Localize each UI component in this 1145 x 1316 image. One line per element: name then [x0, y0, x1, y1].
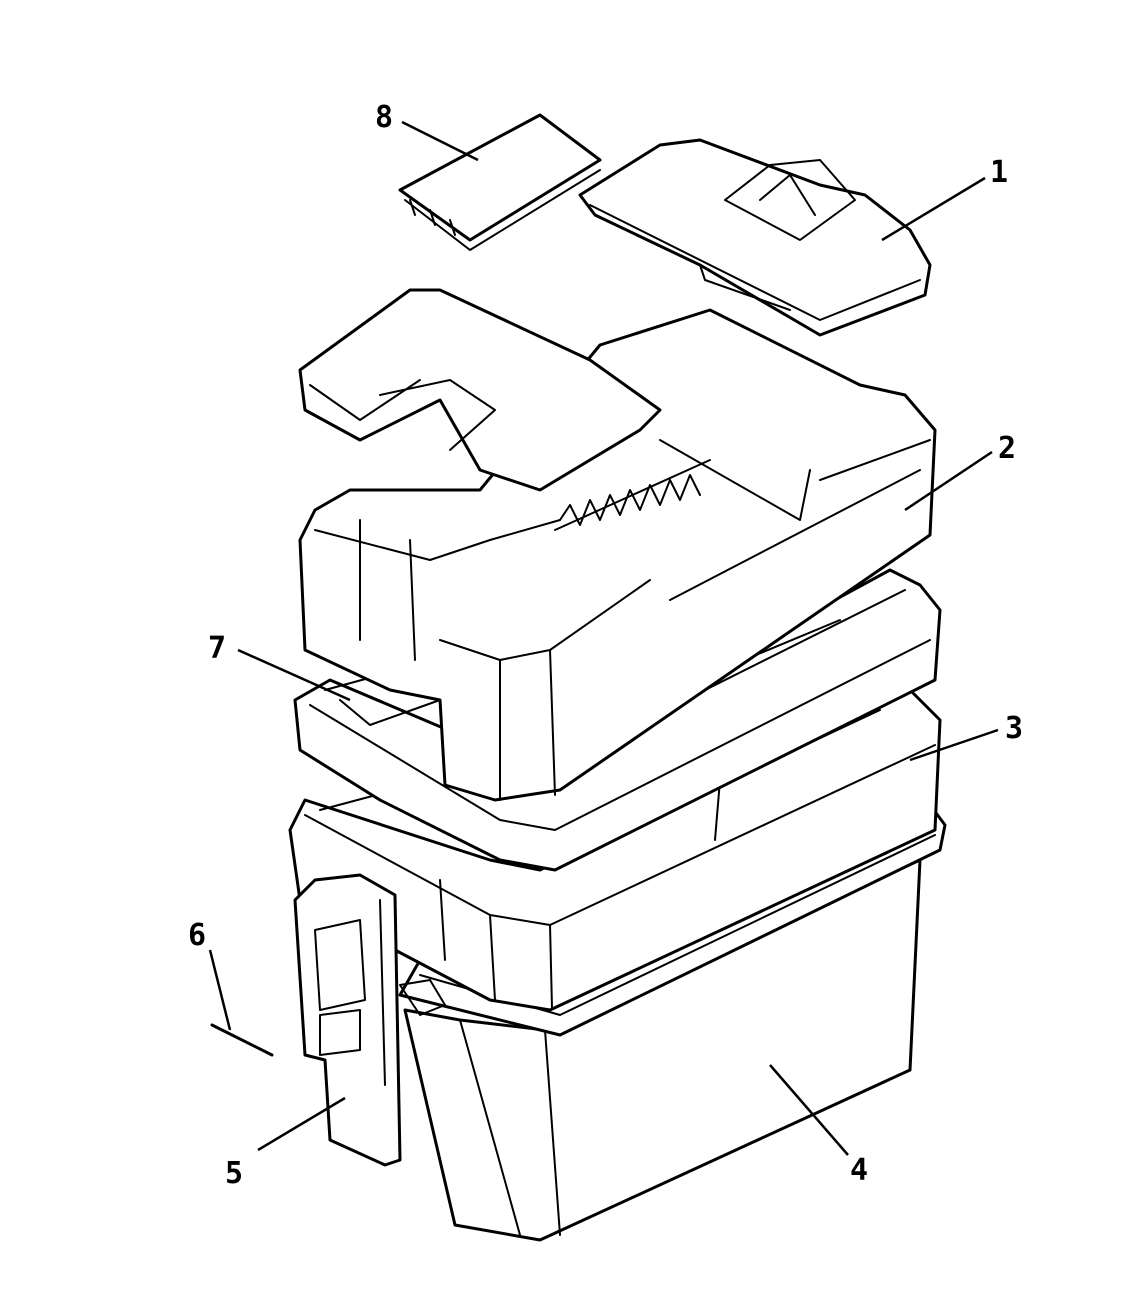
leader-3 — [909, 728, 999, 762]
callout-2: 2 — [998, 431, 1016, 466]
part-2-lid-organizer — [298, 288, 937, 802]
callout-3: 3 — [1005, 711, 1023, 746]
leader-1 — [881, 176, 986, 242]
leader-6 — [208, 949, 232, 1031]
callout-labels: 8 1 2 7 3 6 5 4 — [188, 100, 1023, 1191]
part-5-latch — [293, 873, 446, 1167]
part-1-top-lid — [578, 138, 932, 337]
leader-7 — [237, 648, 351, 702]
callout-6: 6 — [188, 918, 206, 953]
leader-4 — [769, 1064, 849, 1156]
callout-4: 4 — [850, 1153, 868, 1188]
leader-2 — [904, 450, 993, 512]
callout-1: 1 — [990, 155, 1008, 190]
leader-8 — [401, 120, 479, 162]
callout-5: 5 — [225, 1156, 243, 1191]
part-8-insert — [398, 113, 602, 251]
part-6-pin — [210, 1023, 274, 1057]
callout-8: 8 — [375, 100, 393, 135]
leader-lines — [208, 120, 999, 1156]
callout-7: 7 — [208, 631, 226, 666]
leader-5 — [257, 1096, 346, 1152]
